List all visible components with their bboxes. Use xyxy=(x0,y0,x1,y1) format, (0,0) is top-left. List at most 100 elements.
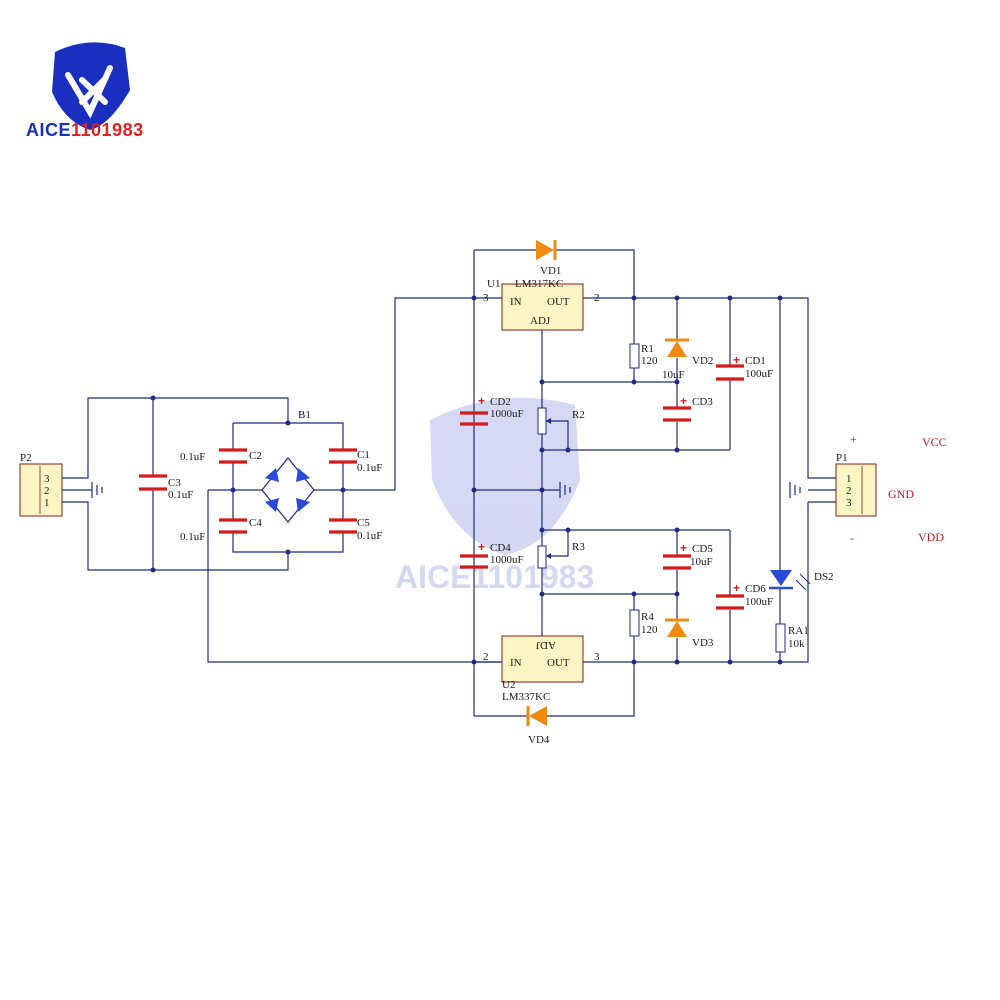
svg-text:+: + xyxy=(680,394,687,408)
svg-text:VD1: VD1 xyxy=(540,265,561,277)
svg-text:1: 1 xyxy=(44,497,50,509)
svg-text:U2: U2 xyxy=(502,679,515,691)
svg-text:1000uF: 1000uF xyxy=(490,408,524,420)
svg-text:0.1uF: 0.1uF xyxy=(357,530,382,542)
svg-text:0.1uF: 0.1uF xyxy=(180,451,205,463)
svg-text:+: + xyxy=(478,540,485,554)
svg-text:3: 3 xyxy=(594,651,600,663)
svg-text:CD5: CD5 xyxy=(692,543,713,555)
svg-text:C4: C4 xyxy=(249,517,262,529)
svg-text:VD2: VD2 xyxy=(692,355,713,367)
svg-text:2: 2 xyxy=(846,485,852,497)
diymore-shield-icon xyxy=(52,42,130,130)
svg-text:1000uF: 1000uF xyxy=(490,554,524,566)
svg-text:10uF: 10uF xyxy=(662,369,685,381)
brand-logo xyxy=(20,30,180,150)
svg-text:+: + xyxy=(733,581,740,595)
svg-text:2: 2 xyxy=(594,292,600,304)
svg-text:CD3: CD3 xyxy=(692,396,713,408)
svg-text:10k: 10k xyxy=(788,638,805,650)
svg-text:LM317KC: LM317KC xyxy=(515,278,563,290)
capacitor-cd5: + CD5 10uF xyxy=(663,541,713,570)
svg-text:LM337KC: LM337KC xyxy=(502,691,550,703)
brand-logo-text: AICE1101983 xyxy=(26,120,144,140)
svg-text:P2: P2 xyxy=(20,452,32,464)
svg-text:C3: C3 xyxy=(168,477,181,489)
capacitor-c4: C4 0.1uF xyxy=(180,517,262,543)
svg-text:+: + xyxy=(850,432,857,446)
regulator-u2: ADJ IN OUT U2 LM337KC 2 3 xyxy=(483,635,600,703)
svg-text:0.1uF: 0.1uF xyxy=(357,462,382,474)
svg-text:VD3: VD3 xyxy=(692,637,714,649)
resistor-ra1: RA1 10k xyxy=(775,623,809,653)
potentiometer-r2: R2 xyxy=(537,407,585,435)
capacitor-cd1: + CD1 100uF xyxy=(716,353,773,381)
svg-text:R3: R3 xyxy=(572,541,585,553)
rail-vcc-label: VCC xyxy=(922,435,947,449)
svg-text:R4: R4 xyxy=(641,611,654,623)
resistor-r1: R1 120 xyxy=(629,343,658,369)
svg-text:VD4: VD4 xyxy=(528,734,550,746)
svg-text:B1: B1 xyxy=(298,409,311,421)
svg-text:100uF: 100uF xyxy=(745,368,773,380)
capacitor-cd2: + CD2 1000uF xyxy=(460,394,524,426)
svg-text:CD1: CD1 xyxy=(745,355,766,367)
svg-text:C5: C5 xyxy=(357,517,370,529)
svg-text:C2: C2 xyxy=(249,450,262,462)
diode-vd4: VD4 xyxy=(526,706,550,746)
capacitor-cd3: + CD3 10uF xyxy=(662,369,713,422)
capacitor-c1: C1 0.1uF xyxy=(329,448,382,474)
svg-text:P1: P1 xyxy=(836,452,848,464)
svg-text:+: + xyxy=(478,394,485,408)
svg-text:DS2: DS2 xyxy=(814,571,834,583)
svg-text:CD4: CD4 xyxy=(490,542,511,554)
svg-text:3: 3 xyxy=(44,473,50,485)
diode-vd1: VD1 xyxy=(536,240,561,277)
svg-text:U1: U1 xyxy=(487,278,500,290)
svg-text:AICE1101983: AICE1101983 xyxy=(395,559,594,595)
capacitor-c5: C5 0.1uF xyxy=(329,517,382,542)
svg-text:IN: IN xyxy=(510,657,522,669)
regulator-u1: U1 LM317KC IN OUT ADJ 3 2 xyxy=(483,278,600,337)
bridge-rectifier-b1: B1 xyxy=(265,409,311,512)
svg-text:1: 1 xyxy=(846,473,852,485)
svg-text:120: 120 xyxy=(641,355,658,367)
svg-text:0.1uF: 0.1uF xyxy=(180,531,205,543)
connector-p1: P1 1 2 3 + - xyxy=(835,432,877,545)
capacitor-c3: C3 0.1uF xyxy=(139,474,193,501)
svg-text:CD2: CD2 xyxy=(490,396,511,408)
capacitor-cd4: + CD4 1000uF xyxy=(460,540,524,569)
led-ds2: DS2 xyxy=(769,570,834,591)
potentiometer-r3: R3 xyxy=(537,541,585,569)
svg-text:-: - xyxy=(850,531,854,545)
resistor-r4: R4 120 xyxy=(629,609,658,637)
svg-text:10uF: 10uF xyxy=(690,556,713,568)
diode-vd3: VD3 xyxy=(665,618,714,649)
rail-gnd-label: GND xyxy=(888,487,914,501)
svg-text:C1: C1 xyxy=(357,449,370,461)
svg-text:2: 2 xyxy=(483,651,489,663)
svg-text:ADJ: ADJ xyxy=(535,639,556,651)
svg-text:ADJ: ADJ xyxy=(530,315,551,327)
svg-text:OUT: OUT xyxy=(547,657,570,669)
svg-text:+: + xyxy=(680,541,687,555)
wires xyxy=(62,249,836,717)
svg-text:0.1uF: 0.1uF xyxy=(168,489,193,501)
svg-text:R1: R1 xyxy=(641,343,654,355)
svg-text:100uF: 100uF xyxy=(745,596,773,608)
svg-text:2: 2 xyxy=(44,485,50,497)
capacitor-c2: C2 0.1uF xyxy=(180,448,262,464)
connector-p2: P2 3 2 1 xyxy=(19,452,63,517)
capacitor-cd6: + CD6 100uF xyxy=(716,581,773,610)
svg-text:CD6: CD6 xyxy=(745,583,766,595)
svg-text:+: + xyxy=(733,353,740,367)
svg-text:3: 3 xyxy=(846,497,852,509)
svg-text:R2: R2 xyxy=(572,409,585,421)
svg-text:OUT: OUT xyxy=(547,296,570,308)
junction-dots xyxy=(150,295,783,665)
svg-text:IN: IN xyxy=(510,296,522,308)
svg-text:120: 120 xyxy=(641,624,658,636)
diode-vd2: VD2 xyxy=(665,338,713,367)
svg-text:3: 3 xyxy=(483,292,489,304)
